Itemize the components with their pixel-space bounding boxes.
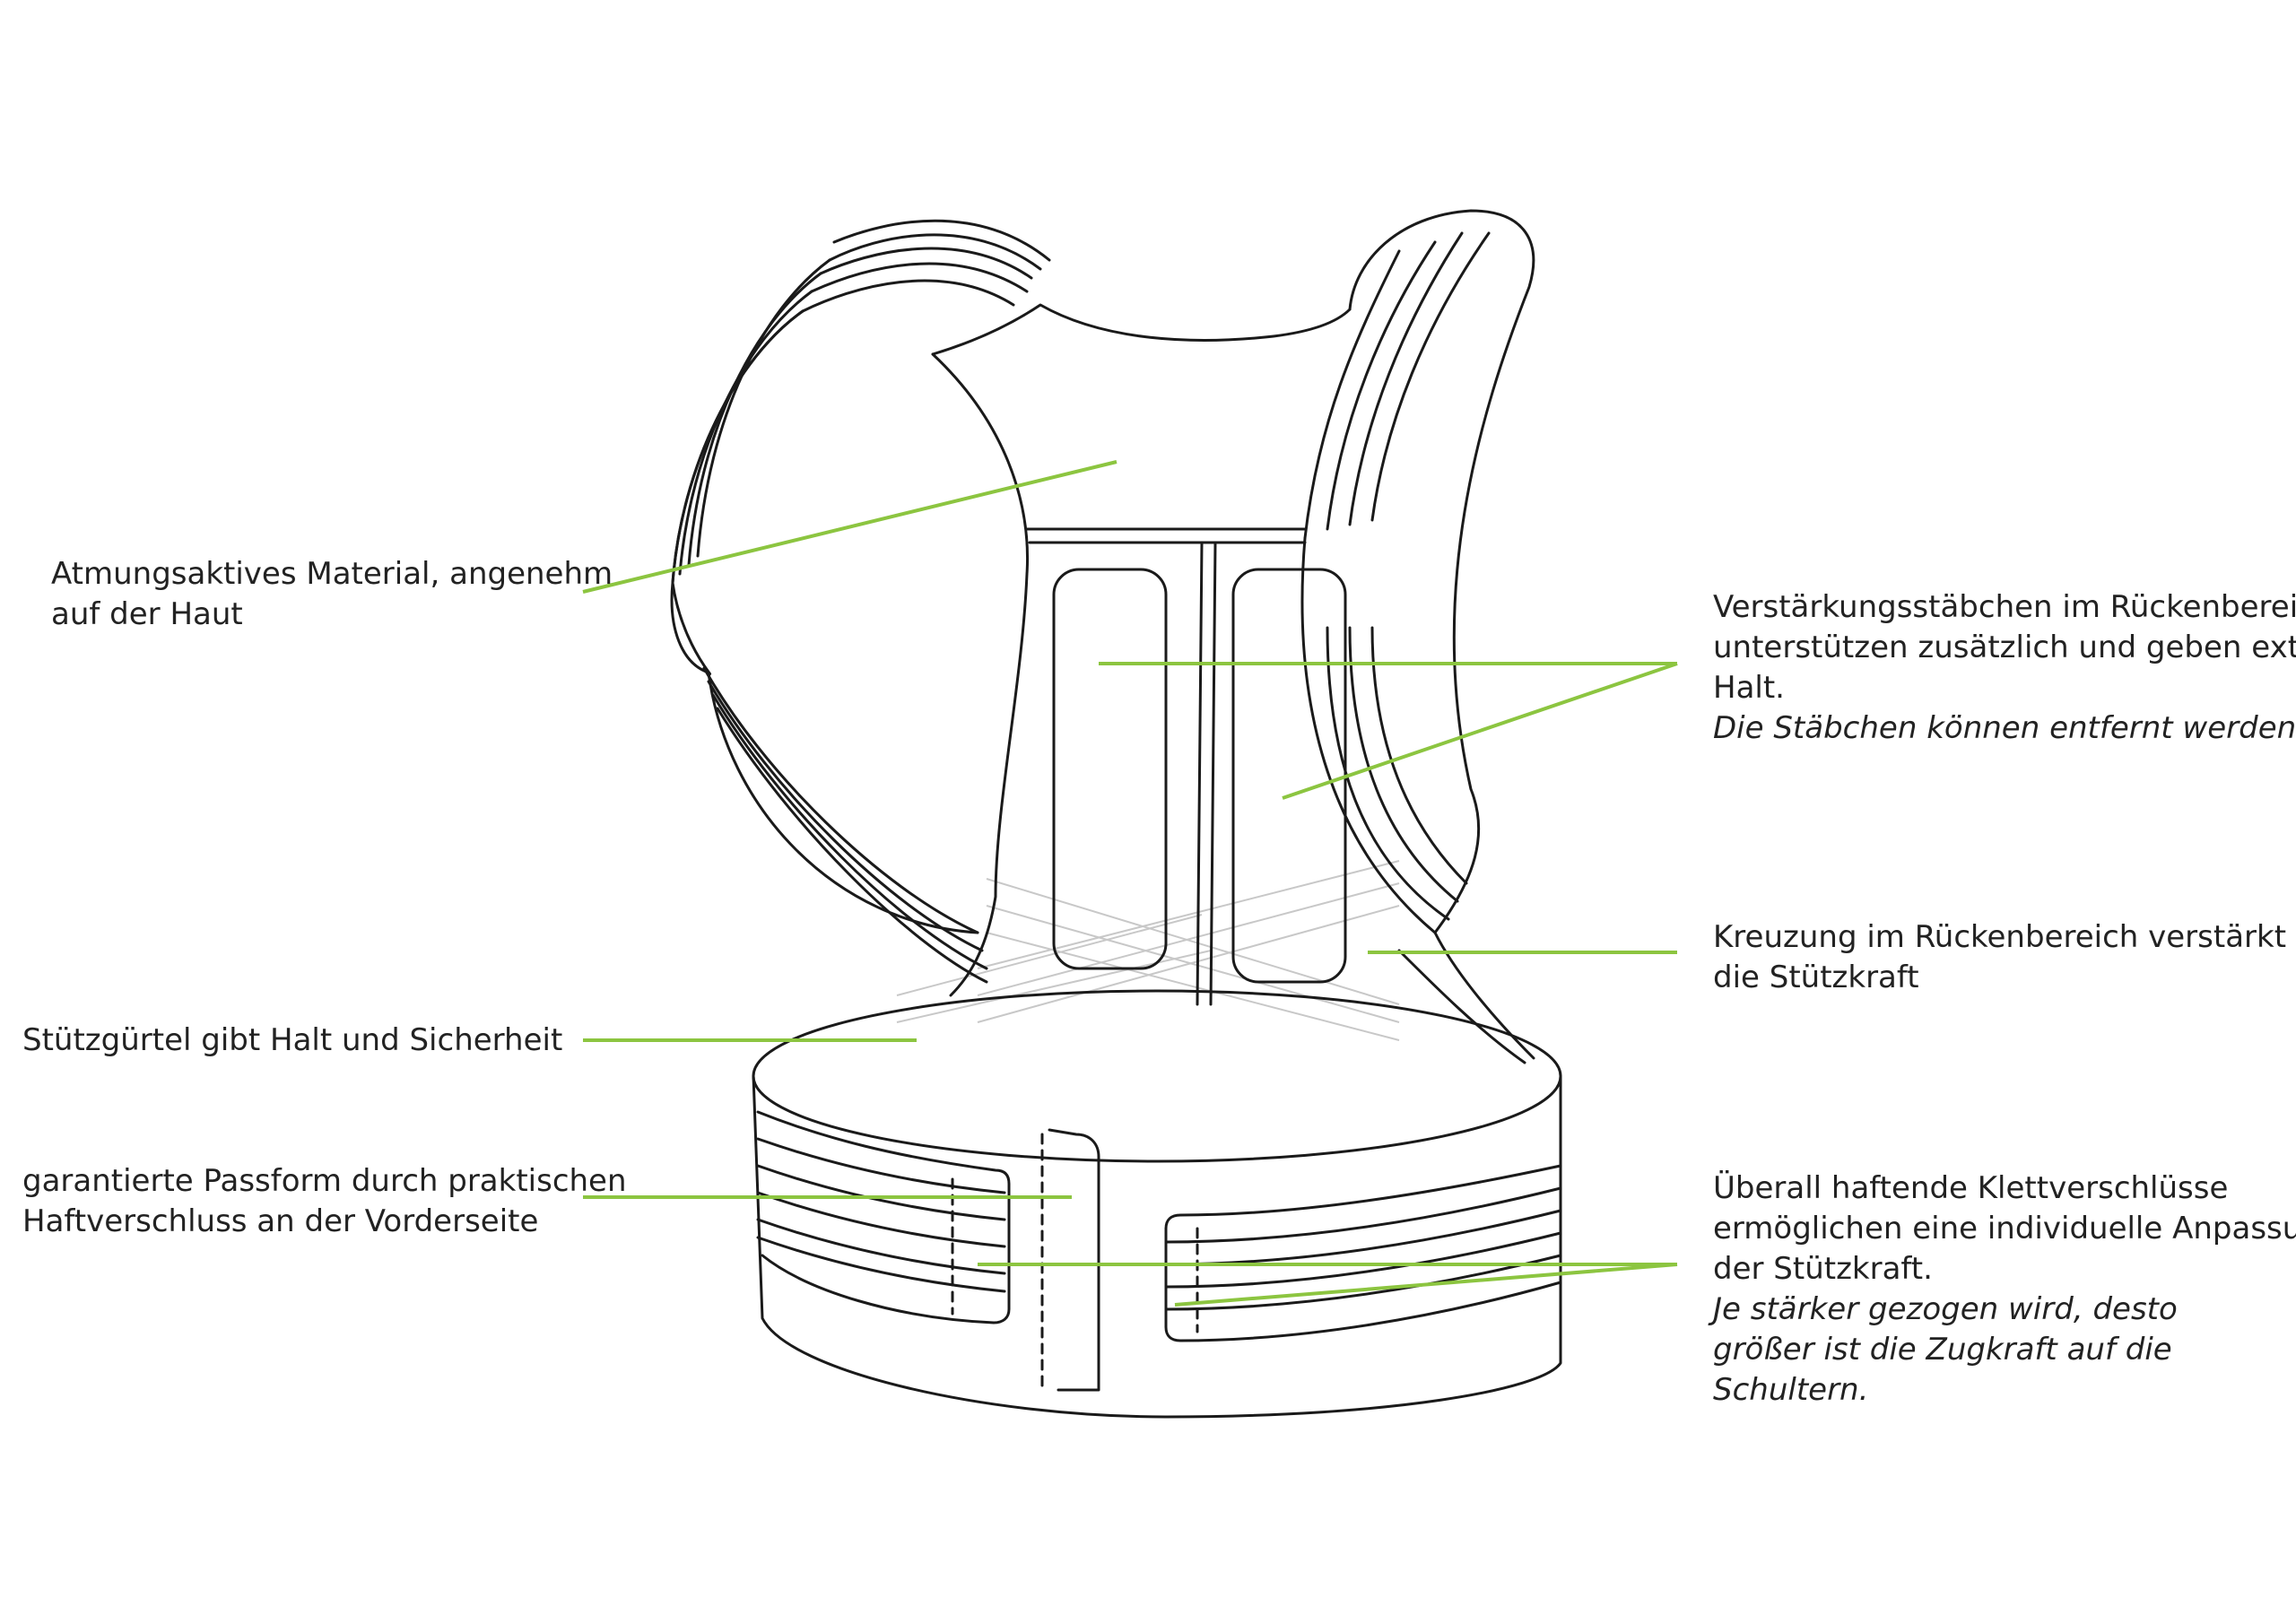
back-cross-straps (896, 860, 1400, 1041)
callout-material: Atmungsaktives Material, angenehm auf de… (51, 554, 613, 635)
callout-line-material (582, 460, 1118, 594)
callout-rods-line-1: Verstärkungsstäbchen im Rückenbereich (1713, 589, 2296, 625)
callout-crossing: Kreuzung im Rückenbereich verstärkt die … (1713, 917, 2286, 998)
callout-material-line-2: auf der Haut (51, 596, 243, 632)
callout-fit-line-1: garantierte Passform durch praktischen (22, 1163, 627, 1199)
callout-velcro-note: Je stärker gezogen wird, desto größer is… (1713, 1291, 2178, 1408)
callout-velcro-line-3: der Stützkraft. (1713, 1251, 1933, 1287)
callout-crossing-line-1: Kreuzung im Rückenbereich verstärkt (1713, 919, 2287, 955)
callout-fit-line-2: Haftverschluss an der Vorderseite (22, 1203, 539, 1239)
callout-belt: Stützgürtel gibt Halt und Sicherheit (22, 1020, 562, 1061)
callout-velcro: Überall haftende Klettverschlüsse ermögl… (1713, 1168, 2296, 1411)
vest-outline (670, 209, 1562, 1419)
callout-line-velcro-b (1174, 1263, 1678, 1307)
callout-lines (582, 460, 1678, 1307)
callout-rods-line-2: unterstützen zusätzlich und geben extra (1713, 630, 2296, 665)
callout-fit: garantierte Passform durch praktischen H… (22, 1161, 627, 1242)
callout-rods-line-3: Halt. (1713, 670, 1785, 706)
callout-rods-note: Die Stäbchen können entfernt werden. (1713, 710, 2296, 746)
callout-crossing-line-2: die Stützkraft (1713, 960, 1919, 995)
callout-velcro-line-1: Überall haftende Klettverschlüsse (1713, 1170, 2229, 1206)
callout-velcro-line-2: ermöglichen eine individuelle Anpassung (1713, 1211, 2296, 1246)
callout-belt-line-1: Stützgürtel gibt Halt und Sicherheit (22, 1022, 563, 1058)
callout-rods: Verstärkungsstäbchen im Rückenbereich un… (1713, 587, 2296, 749)
callout-material-line-1: Atmungsaktives Material, angenehm (51, 556, 613, 592)
callout-line-rods-b (1282, 662, 1678, 800)
